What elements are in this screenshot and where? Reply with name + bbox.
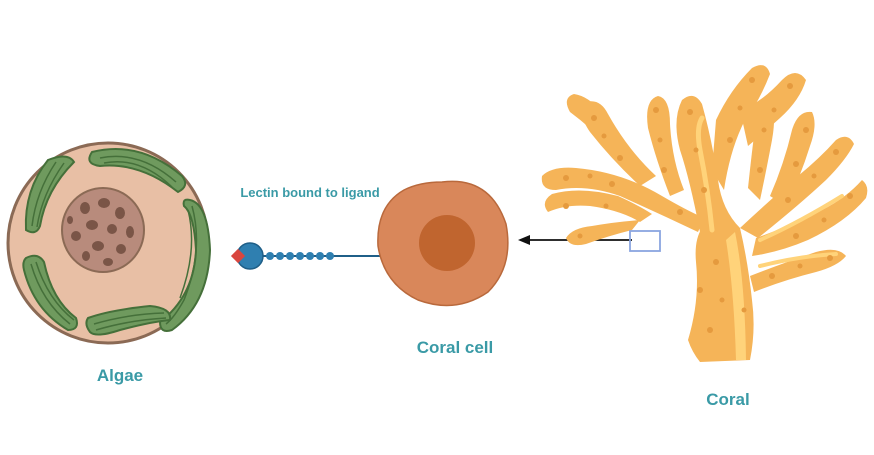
coral-branching — [541, 65, 868, 362]
chloroplast-left-bottom — [22, 254, 78, 332]
coral-polyps — [563, 77, 853, 333]
algae-nucleus — [61, 187, 145, 273]
coral-cell-nucleus — [419, 215, 475, 271]
ligand-diamond — [230, 248, 246, 264]
label-lectin-bound-to-ligand: Lectin bound to ligand — [240, 185, 380, 200]
chloroplast-top — [88, 148, 187, 194]
label-algae: Algae — [96, 366, 144, 385]
algae-cell — [6, 141, 212, 345]
chloroplast-left-top — [24, 155, 76, 234]
lectin-chain-beads — [266, 252, 334, 260]
label-coral: Coral — [706, 390, 750, 409]
label-coral-cell: Coral cell — [416, 338, 494, 357]
chloroplast-bottom — [85, 304, 172, 336]
coral-cell — [377, 180, 509, 307]
lectin-ligand-complex — [230, 242, 380, 270]
coral-zoom-box — [629, 230, 661, 252]
